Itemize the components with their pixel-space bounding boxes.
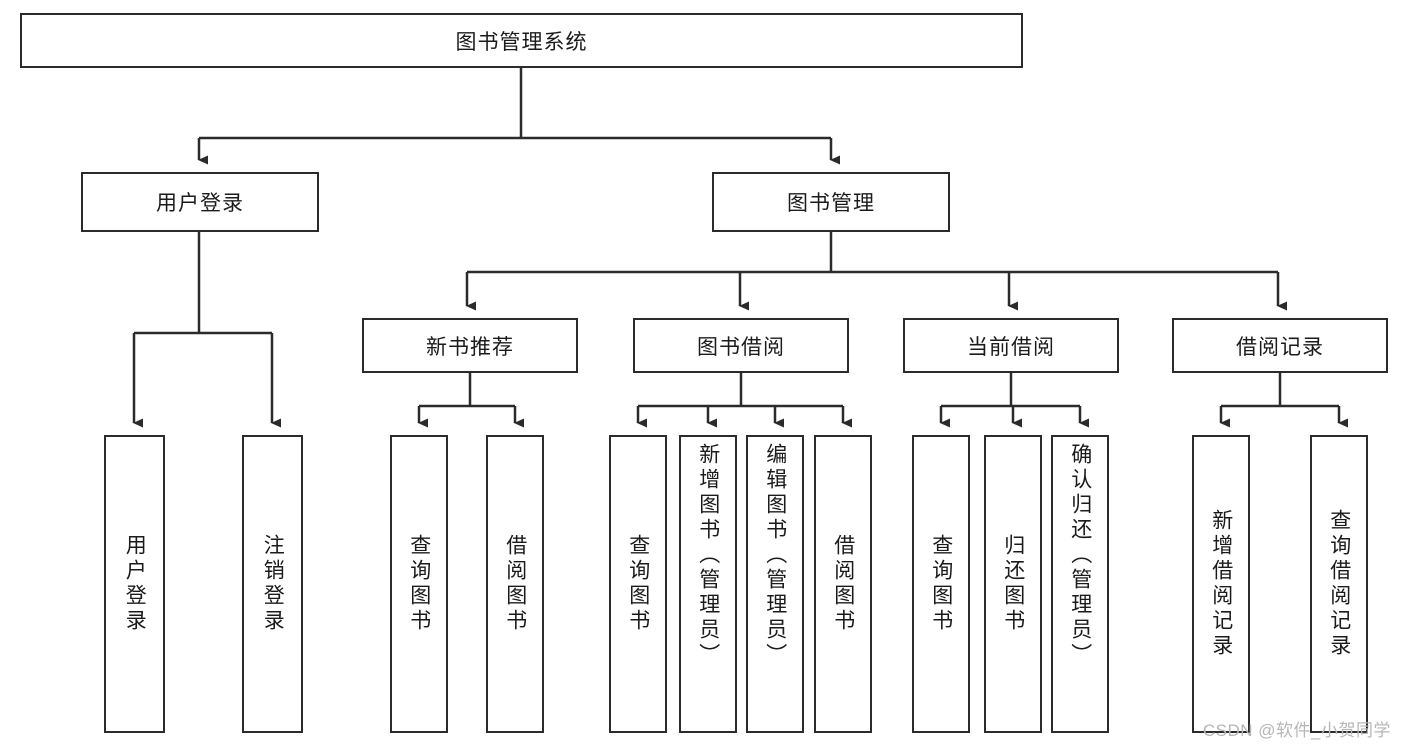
leaf-confirm-return-label: 确认归还（管理员）	[1068, 443, 1092, 668]
node-current-borrow-label: 当前借阅	[967, 335, 1055, 359]
node-borrow-records-label: 借阅记录	[1236, 335, 1324, 359]
leaf-user-login-label: 用户登录	[123, 534, 147, 634]
leaf-query-book-rec[interactable]: 查询图书	[390, 435, 448, 733]
leaf-query-book-borrow[interactable]: 查询图书	[609, 435, 667, 733]
leaf-edit-book-label: 编辑图书（管理员）	[763, 443, 787, 668]
node-new-book-recommend[interactable]: 新书推荐	[362, 318, 578, 373]
node-book-management[interactable]: 图书管理	[712, 172, 950, 232]
leaf-query-book-rec-label: 查询图书	[407, 534, 431, 634]
node-new-book-recommend-label: 新书推荐	[426, 335, 514, 359]
leaf-edit-book[interactable]: 编辑图书（管理员）	[746, 435, 804, 733]
leaf-query-record[interactable]: 查询借阅记录	[1310, 435, 1368, 733]
leaf-borrow-book-rec-label: 借阅图书	[503, 534, 527, 634]
leaf-add-record[interactable]: 新增借阅记录	[1192, 435, 1250, 733]
leaf-user-login[interactable]: 用户登录	[104, 435, 165, 733]
leaf-query-record-label: 查询借阅记录	[1327, 509, 1351, 659]
leaf-borrow-book-rec[interactable]: 借阅图书	[486, 435, 544, 733]
node-book-borrow[interactable]: 图书借阅	[633, 318, 849, 373]
node-book-management-label: 图书管理	[787, 192, 875, 215]
leaf-logout-label: 注销登录	[261, 534, 285, 634]
leaf-add-book[interactable]: 新增图书（管理员）	[679, 435, 737, 733]
node-book-borrow-label: 图书借阅	[697, 335, 785, 359]
leaf-query-book-current[interactable]: 查询图书	[912, 435, 970, 733]
leaf-return-book[interactable]: 归还图书	[984, 435, 1042, 733]
leaf-add-record-label: 新增借阅记录	[1209, 509, 1233, 659]
leaf-query-book-borrow-label: 查询图书	[626, 534, 650, 634]
leaf-return-book-label: 归还图书	[1001, 534, 1025, 634]
leaf-borrow-book-label: 借阅图书	[831, 534, 855, 634]
leaf-borrow-book[interactable]: 借阅图书	[814, 435, 872, 733]
node-borrow-records[interactable]: 借阅记录	[1172, 318, 1388, 373]
leaf-confirm-return[interactable]: 确认归还（管理员）	[1051, 435, 1109, 733]
node-root-label: 图书管理系统	[455, 30, 588, 54]
node-user-login[interactable]: 用户登录	[81, 172, 319, 232]
watermark-text: CSDN @软件_小贺同学	[1202, 721, 1391, 740]
leaf-query-book-current-label: 查询图书	[929, 534, 953, 634]
leaf-add-book-label: 新增图书（管理员）	[696, 443, 720, 668]
leaf-logout[interactable]: 注销登录	[242, 435, 303, 733]
node-user-login-label: 用户登录	[156, 192, 244, 215]
node-current-borrow[interactable]: 当前借阅	[903, 318, 1119, 373]
node-root[interactable]: 图书管理系统	[20, 13, 1023, 68]
